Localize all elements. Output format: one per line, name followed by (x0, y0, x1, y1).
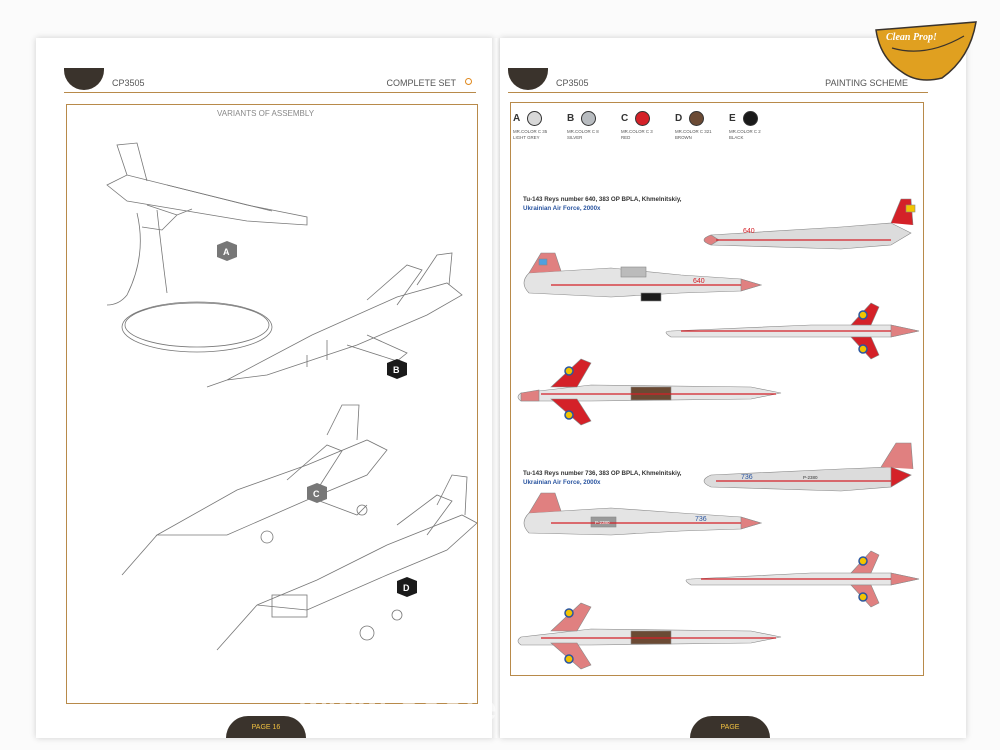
clean-prop-logo-shape (875, 21, 977, 81)
variant-c-marker (307, 483, 327, 503)
s2-reg-left: P-2380 (595, 520, 610, 525)
left-page-tab: PAGE 16 (226, 716, 306, 738)
scheme-2-caption: Tu-143 Reys number 736, 383 OP BPLA, Khm… (523, 469, 682, 487)
clean-prop-logo: Clean Prop! (872, 18, 980, 84)
assembly-drawing: A B C D (106, 142, 477, 651)
scheme-1-caption: Tu-143 Reys number 640, 383 OP BPLA, Khm… (523, 195, 682, 213)
s1-side-view-left (523, 252, 763, 302)
left-code: CP3505 (112, 78, 145, 88)
drone-c-drawing (121, 404, 388, 576)
right-section: PAINTING SCHEME (825, 78, 908, 88)
s2-side-view-left (523, 492, 763, 536)
right-code: CP3505 (556, 78, 589, 88)
painting-scheme-drawing: 640 640 736 736 P-2380 P-2380 (517, 198, 920, 670)
variant-d-marker (397, 577, 417, 597)
variant-b-label: B (393, 365, 400, 375)
swatch-c-dot (635, 111, 650, 126)
swatch-a-dot (527, 111, 542, 126)
scheme-2-line1: Tu-143 Reys number 736, 383 OP BPLA, Khm… (523, 470, 682, 477)
variant-d-label: D (403, 583, 410, 593)
variant-b-marker (387, 359, 407, 379)
book-spine (492, 38, 502, 738)
left-page-number: PAGE 16 (251, 724, 281, 731)
s1-number-left: 640 (693, 278, 705, 285)
drone-b-drawing (206, 252, 463, 388)
left-frame: VARIANTS OF ASSEMBLY (66, 104, 478, 704)
right-page: CP3505 PAINTING SCHEME A MR.COLOR C 35 L… (500, 38, 966, 738)
scheme-2-line2: Ukrainian Air Force, 2000x (523, 479, 601, 486)
s1-top-view (665, 302, 920, 360)
s2-top-view (685, 550, 920, 608)
s2-reg-top: P-2380 (803, 475, 818, 480)
s2-number-top: 736 (741, 474, 753, 481)
right-frame: A MR.COLOR C 35 LIGHT GREY B MR.COLOR C … (510, 102, 924, 676)
swatch-e-dot (743, 111, 758, 126)
logo-text: Clean Prop! (886, 32, 937, 43)
scheme-1-line2: Ukrainian Air Force, 2000x (523, 205, 601, 212)
variant-a-marker (217, 241, 237, 261)
s1-number-top: 640 (743, 228, 755, 235)
roundels (564, 310, 868, 664)
s2-side-view-top (703, 442, 914, 492)
header-dot-icon (465, 78, 472, 85)
s1-bottom-view (517, 358, 782, 426)
drone-d-drawing (216, 474, 477, 651)
variant-c-label: C (313, 489, 320, 499)
drone-a-drawing (106, 142, 308, 353)
right-header: CP3505 PAINTING SCHEME (508, 68, 928, 93)
s2-bottom-view (517, 602, 782, 670)
swatch-b-dot (581, 111, 596, 126)
scheme-1-line1: Tu-143 Reys number 640, 383 OP BPLA, Khm… (523, 196, 682, 203)
left-page: CP3505 COMPLETE SET VARIANTS OF ASSEMBLY (36, 38, 494, 738)
variant-a-label: A (223, 247, 230, 257)
right-logo-badge (508, 68, 548, 90)
swatch-d-dot (689, 111, 704, 126)
left-section: COMPLETE SET (386, 78, 456, 88)
s2-number-left: 736 (695, 516, 707, 523)
left-header: CP3505 COMPLETE SET (64, 68, 476, 93)
left-logo-badge (64, 68, 104, 90)
watermark: www.scalemodels.ru (300, 690, 690, 728)
right-page-number: PAGE (720, 724, 740, 731)
right-page-tab: PAGE (690, 716, 770, 738)
assembly-title: VARIANTS OF ASSEMBLY (217, 109, 315, 118)
s1-side-view-top (703, 198, 916, 250)
